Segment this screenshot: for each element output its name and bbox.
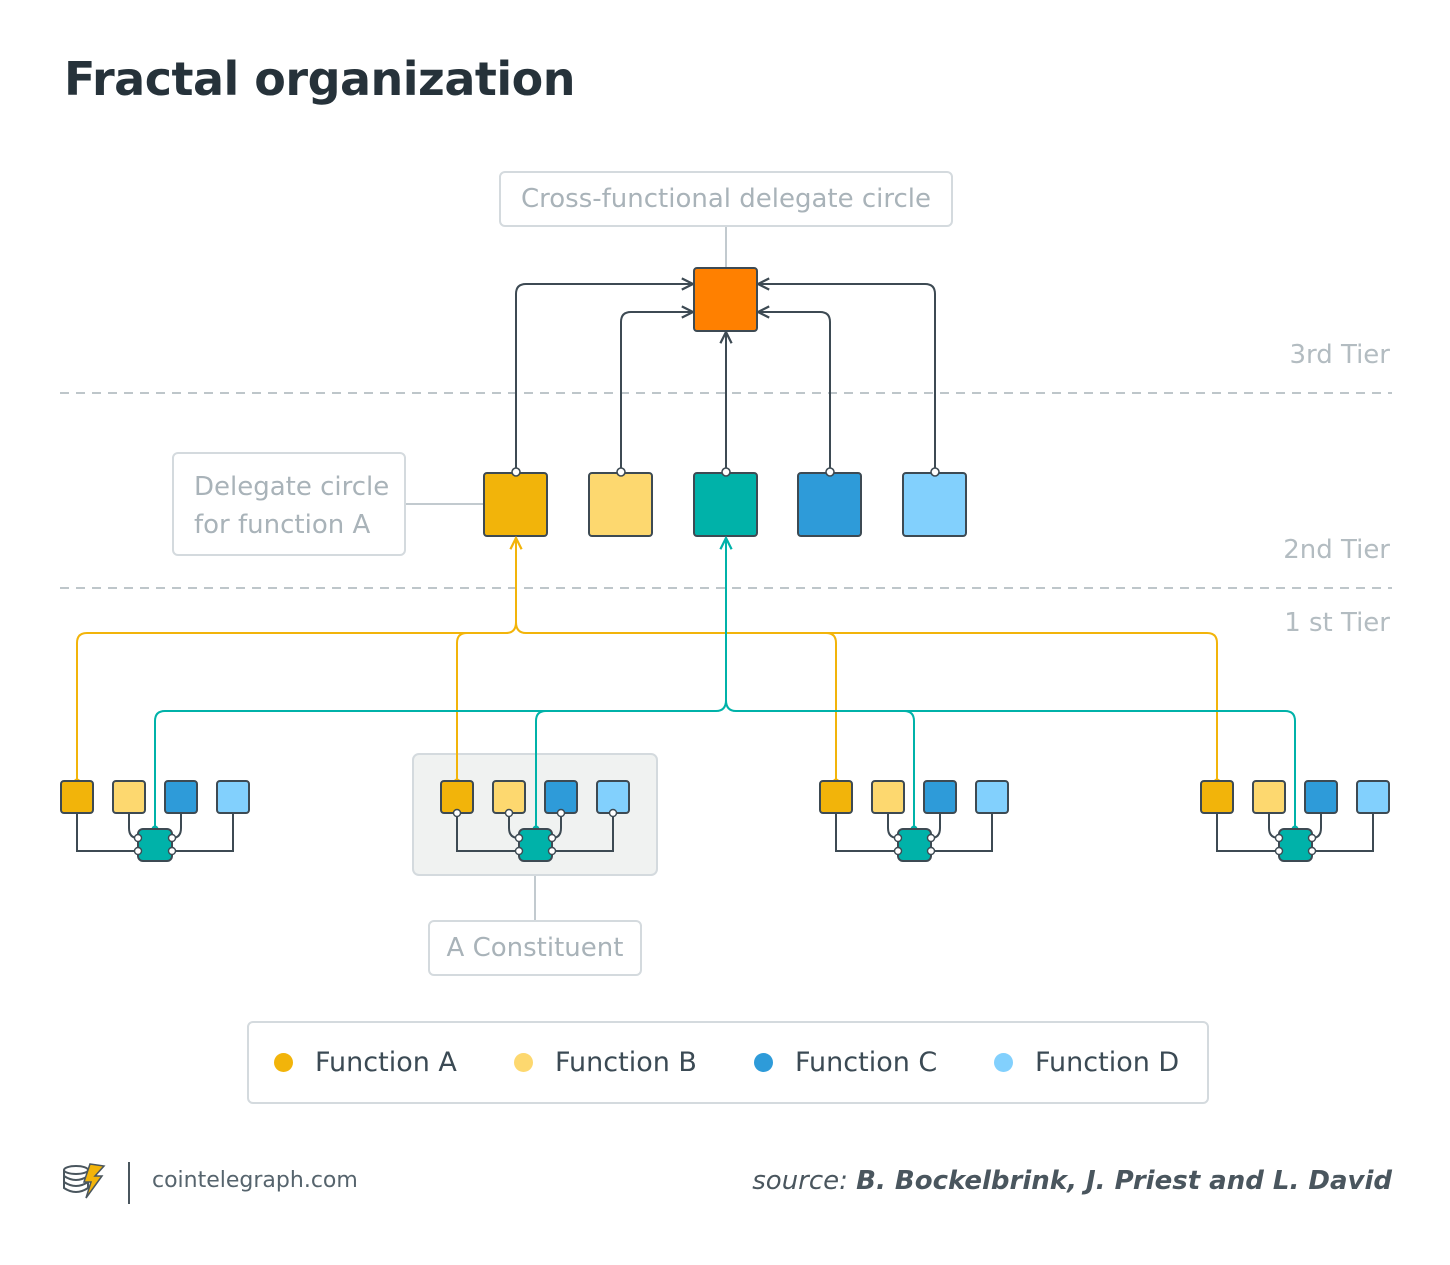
constituent-group-2 [440,780,630,862]
legend: Function A Function B Function C Functio… [247,1021,1209,1104]
teal-bus-right [725,699,1296,829]
constituent-group-1 [60,780,250,862]
legend-dot-icon [994,1053,1013,1072]
footer-source: source: B. Bockelbrink, J. Priest and L.… [752,1166,1392,1196]
source-authors: B. Bockelbrink, J. Priest and L. David [856,1166,1392,1196]
legend-dot-icon [754,1053,773,1072]
legend-label: Function C [795,1047,938,1078]
teal-drop-2 [535,710,547,829]
legend-label: Function A [315,1047,457,1078]
tier2-square-b [588,472,653,537]
cointelegraph-logo-icon [63,1163,106,1199]
footer-divider [128,1162,130,1204]
cross-functional-label: Cross-functional delegate circle [499,171,953,227]
tier2-d1-to-top [758,312,831,472]
tier2-square-a [483,472,548,537]
funcA-bus-right [515,621,1218,782]
teal-bus-left [154,699,727,829]
delegate-label-line-1: Delegate circle [194,472,390,502]
tier-label-2nd: 2nd Tier [1283,535,1390,565]
tier2-c-port [721,467,731,477]
page-title: Fractal organization [64,52,575,106]
tier2-square-teal [693,472,758,537]
tier2-a-to-top [515,284,693,472]
tier2-a-port [511,467,521,477]
tier2-square-d [902,472,967,537]
funcA-drop-2 [456,632,468,782]
tier2-b-to-top [620,312,693,472]
legend-item-function-b: Function B [514,1023,697,1102]
tier-label-1st: 1 st Tier [1284,608,1390,638]
constituent-label: A Constituent [428,920,642,976]
tier2-d2-port [930,467,940,477]
tier2-b-port [616,467,626,477]
constituent-group-3 [819,780,1009,862]
legend-item-function-a: Function A [274,1023,457,1102]
legend-item-function-d: Function D [994,1023,1179,1102]
constituent-group-4 [1200,780,1390,862]
source-prefix: source: [752,1166,848,1196]
tier-label-3rd: 3rd Tier [1289,340,1390,370]
legend-item-function-c: Function C [754,1023,937,1102]
legend-dot-icon [274,1053,293,1072]
cross-functional-square [693,267,758,332]
constituent-label-text: A Constituent [446,933,624,963]
delegate-label-line-2: for function A [194,510,371,540]
legend-dot-icon [514,1053,533,1072]
teal-drop-3 [903,710,915,829]
footer-brand[interactable]: cointelegraph.com [152,1168,358,1193]
tier2-d2-to-top [758,284,936,472]
cross-functional-label-text: Cross-functional delegate circle [520,184,932,214]
funcA-drop-3 [825,632,837,782]
funcA-bus-left [76,621,517,782]
tier2-d1-port [825,467,835,477]
legend-label: Function D [1035,1047,1180,1078]
legend-label: Function B [555,1047,697,1078]
delegate-circle-label: Delegate circle for function A [172,452,406,556]
tier2-square-c [797,472,862,537]
